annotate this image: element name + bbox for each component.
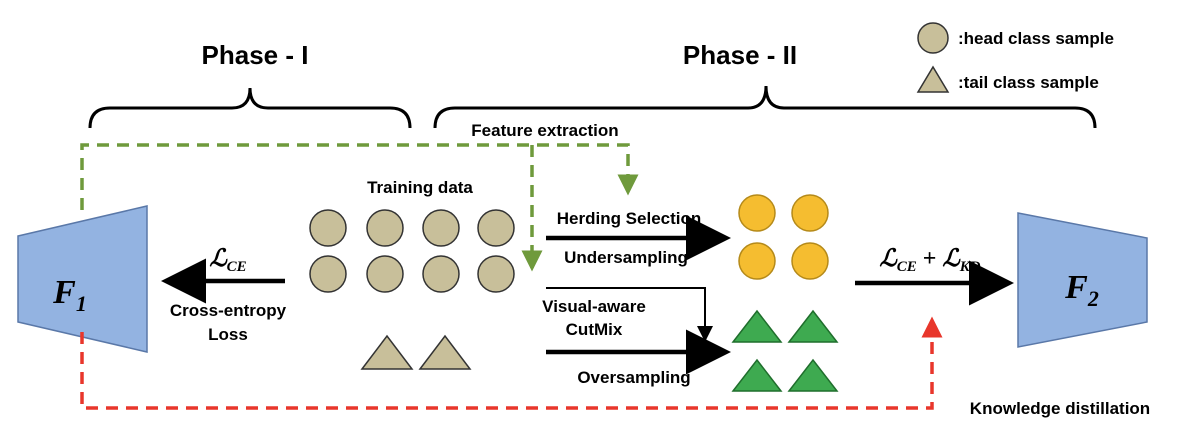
head-sample (309, 209, 347, 247)
model-f2 (1017, 212, 1148, 348)
head-sample (738, 194, 776, 232)
combined-loss-symbol: ℒCE + ℒKD (879, 246, 980, 275)
model-f1 (17, 205, 148, 353)
tail-sample (360, 334, 414, 370)
head-sample (477, 209, 515, 247)
head-sample (738, 242, 776, 280)
cross-entropy-label-line2: Loss (208, 325, 248, 344)
training-head-samples (309, 209, 515, 293)
oversampling-label: Oversampling (577, 368, 690, 387)
legend-head-label: :head class sample (958, 29, 1114, 48)
phase-1-title: Phase - I (202, 40, 309, 70)
head-sample (791, 194, 829, 232)
phase-2-brace (433, 85, 1097, 129)
cross-entropy-label-line1: Cross-entropy (170, 301, 287, 320)
undersampling-label: Undersampling (564, 248, 688, 267)
knowledge-distillation-label: Knowledge distillation (970, 399, 1150, 418)
head-sample (791, 242, 829, 280)
phase-2-title: Phase - II (683, 40, 797, 70)
head-sample (477, 255, 515, 293)
head-sample (422, 209, 460, 247)
cutmix-arrow (546, 287, 713, 342)
legend-tail-triangle (916, 65, 950, 93)
training-tail-samples (360, 334, 472, 370)
cutmix-label: CutMix (566, 320, 623, 339)
herding-selection-label: Herding Selection (557, 209, 702, 228)
tail-sample (787, 358, 839, 392)
visual-aware-label: Visual-aware (542, 297, 646, 316)
tail-sample (731, 309, 783, 343)
feature-extraction-label: Feature extraction (471, 121, 618, 140)
head-sample (309, 255, 347, 293)
ce-loss-symbol: ℒCE (209, 246, 246, 275)
model-f1-label: F1 (52, 274, 87, 316)
head-sample (422, 255, 460, 293)
selected-head-samples (738, 194, 829, 280)
tail-sample (731, 358, 783, 392)
head-sample (366, 255, 404, 293)
tail-sample (787, 309, 839, 343)
tail-sample (418, 334, 472, 370)
feature-extraction-arrow (80, 143, 639, 210)
head-sample (366, 209, 404, 247)
phase-1-brace (88, 87, 412, 129)
model-f2-label: F2 (1064, 269, 1099, 311)
legend-head-circle (917, 22, 949, 54)
legend-tail-label: :tail class sample (958, 73, 1099, 92)
training-data-label: Training data (367, 178, 473, 197)
knowledge-distillation-arrow (80, 316, 943, 410)
augmented-tail-samples (731, 309, 839, 392)
